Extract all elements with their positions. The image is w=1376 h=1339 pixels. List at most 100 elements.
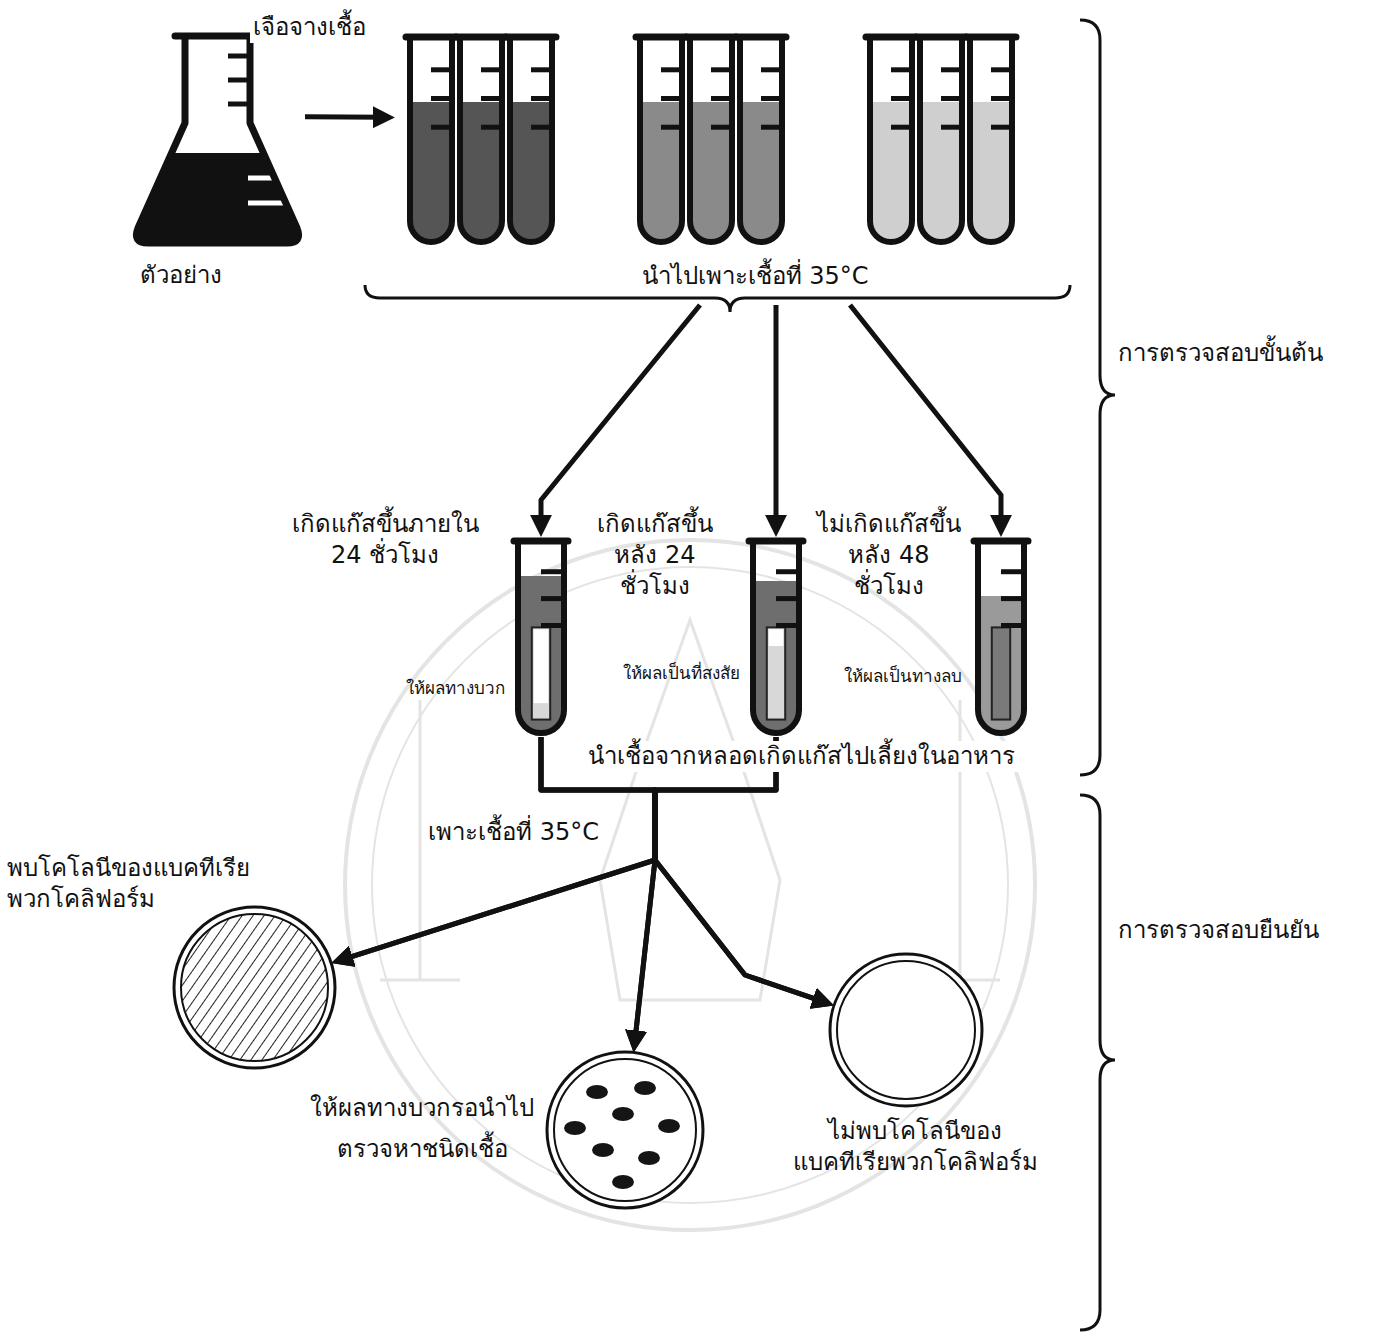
flask-node: ตัวอย่าง <box>130 28 305 250</box>
plate-shape <box>828 952 984 1108</box>
graduation-tick <box>1001 569 1024 574</box>
tube-node: เกิดแก๊สขึ้น หลัง 24 ชั่วโมงให้ผลเป็นที่… <box>750 537 802 737</box>
graduation-tick <box>481 125 502 130</box>
tube-lip <box>636 34 686 41</box>
plate-node: พบโคโลนีของแบคทีเรีย พวกโคลิฟอร์ม <box>172 905 337 1070</box>
graduation-tick <box>711 67 732 72</box>
tube-lip <box>456 34 506 41</box>
bacterial-colony <box>586 1085 608 1099</box>
graduation-tick <box>541 623 564 628</box>
test-tube <box>920 37 962 242</box>
graduation-tick <box>761 96 782 101</box>
node-label: ให้ผลทางบวกรอนำไป ตรวจหาชนิดเชื้อ <box>307 1088 537 1170</box>
test-tube <box>870 37 912 242</box>
test-tube <box>410 37 452 242</box>
tube-liquid <box>978 596 1024 733</box>
graduation-tick <box>661 96 682 101</box>
graduation-tick <box>431 125 452 130</box>
step-label: เพาะเชื้อที่ 35°C <box>428 817 599 848</box>
graduation-tick <box>991 67 1012 72</box>
graduation-tick <box>541 569 564 574</box>
tube-shape <box>750 537 802 737</box>
tube-lip <box>686 34 736 41</box>
tube-lip <box>514 538 568 545</box>
test-tube <box>510 37 552 242</box>
flask-shape <box>130 28 305 250</box>
graduation-tick <box>761 125 782 130</box>
tube-liquid <box>410 102 452 242</box>
tube-lip <box>749 538 803 545</box>
bacterial-colony <box>592 1143 614 1157</box>
bacterial-colony <box>634 1081 656 1095</box>
connector-arrow <box>305 114 385 120</box>
node-label: เกิดแก๊สขึ้น หลัง 24 ชั่วโมง <box>594 509 716 603</box>
graduation-tick <box>941 67 962 72</box>
graduation-tick <box>776 596 799 601</box>
graduation-tick <box>891 125 912 130</box>
bacterial-colony <box>638 1151 660 1165</box>
section-bracket <box>1080 795 1115 1330</box>
tube-shape <box>515 537 567 737</box>
graduation-tick <box>941 125 962 130</box>
petri-dish <box>547 1052 703 1208</box>
tube-liquid <box>740 102 782 242</box>
graduation-tick <box>661 125 682 130</box>
flask-liquid <box>136 153 298 243</box>
section-bracket <box>1080 20 1115 775</box>
tube-shape <box>975 537 1027 737</box>
graduation-tick <box>711 125 732 130</box>
tube-liquid <box>640 102 682 242</box>
tube-liquid <box>510 102 552 242</box>
node-label: พบโคโลนีของแบคทีเรีย พวกโคลิฟอร์ม <box>7 853 256 915</box>
test-tube <box>740 37 782 242</box>
result-label: ให้ผลทางบวก <box>406 677 505 699</box>
test-tube <box>518 541 564 733</box>
graduation-tick <box>1001 623 1024 628</box>
plate-node: ให้ผลทางบวกรอนำไป ตรวจหาชนิดเชื้อ <box>545 1050 705 1210</box>
graduation-tick <box>1001 596 1024 601</box>
graduation-tick <box>531 125 552 130</box>
graduation-tick <box>891 96 912 101</box>
petri-dish-rim <box>181 914 328 1061</box>
tubes-node: นำไปเพาะเชื้อที่ 35°C <box>395 25 1075 305</box>
tube-lip <box>506 34 556 41</box>
test-tube-group <box>514 541 568 733</box>
tube-node: เกิดแก๊สขึ้นภายใน 24 ชั่วโมงให้ผลทางบวก <box>515 537 567 737</box>
test-tube <box>460 37 502 242</box>
test-tube-group <box>456 37 506 242</box>
section-label: การตรวจสอบขั้นต้น <box>1118 338 1323 369</box>
test-tube-group <box>506 37 556 242</box>
petri-dish-rim <box>554 1059 696 1201</box>
section-label: การตรวจสอบยืนยัน <box>1118 915 1319 946</box>
tube-lip <box>974 538 1028 545</box>
graduation-tick <box>481 96 502 101</box>
petri-dish <box>830 954 982 1106</box>
bacterial-colony <box>612 1175 634 1189</box>
graduation-tick <box>711 96 732 101</box>
test-tube <box>970 37 1012 242</box>
test-tube <box>753 541 799 733</box>
node-label: นำไปเพาะเชื้อที่ 35°C <box>639 261 872 292</box>
bacterial-colony <box>612 1107 634 1121</box>
bacterial-colony <box>564 1121 586 1135</box>
plate-shape <box>172 905 337 1070</box>
graduation-tick <box>761 67 782 72</box>
test-tube-group <box>974 541 1028 733</box>
connector-arrow <box>655 737 825 1002</box>
test-tube-group <box>636 37 686 242</box>
gas-space <box>769 629 783 646</box>
tube-lip <box>916 34 966 41</box>
test-tube-group <box>916 37 966 242</box>
flask-outline <box>136 36 298 243</box>
tube-liquid <box>920 102 962 242</box>
node-label: ไม่พบโคโลนีของ แบคทีเรียพวกโคลิฟอร์ม <box>790 1116 1041 1178</box>
plate-shape <box>545 1050 705 1210</box>
graduation-tick <box>431 96 452 101</box>
durham-vial <box>992 627 1010 719</box>
graduation-tick <box>776 569 799 574</box>
connector-arrow <box>541 305 700 527</box>
test-tube <box>640 37 682 242</box>
test-tube-group <box>749 541 803 733</box>
tube-liquid <box>870 102 912 242</box>
